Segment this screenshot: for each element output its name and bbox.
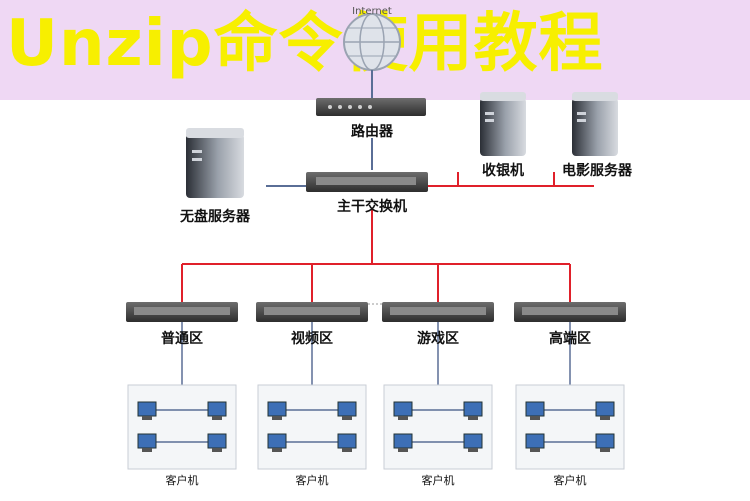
client-pc-icon: [463, 401, 483, 420]
client-pc-icon: [595, 433, 615, 452]
router-icon: [316, 98, 426, 116]
internet-label: Internet: [352, 6, 392, 17]
client-label: 客户机: [421, 474, 455, 487]
zone-label-premium: 高端区: [549, 331, 591, 347]
client-pc-icon: [207, 401, 227, 420]
client-pc-icon: [137, 401, 157, 420]
client-pc-icon: [393, 433, 413, 452]
server-links: [428, 172, 594, 187]
client-pc-icon: [337, 433, 357, 452]
client-label: 客户机: [295, 474, 329, 487]
client-box: [257, 384, 367, 470]
distribution-links: [181, 208, 571, 302]
client-label: 客户机: [553, 474, 587, 487]
client-label: 客户机: [165, 474, 199, 487]
zone-client-links: [181, 322, 571, 445]
client-pc-icon: [267, 401, 287, 420]
banner-title: Unzip命令使用教程: [6, 7, 604, 81]
cash-server-label: 收银机: [482, 163, 524, 179]
diskless-server-label: 无盘服务器: [180, 209, 250, 225]
cash-server-icon: [480, 92, 526, 156]
client-box: [383, 384, 493, 470]
zone-switch-icon: [382, 302, 494, 322]
client-pc-icon: [137, 433, 157, 452]
router-label: 路由器: [351, 124, 393, 140]
zone-label-normal: 普通区: [161, 331, 203, 347]
client-pc-icon: [525, 433, 545, 452]
core-switch-label: 主干交换机: [337, 199, 407, 215]
diskless-server-icon: [186, 128, 244, 198]
client-pc-icon: [337, 401, 357, 420]
client-pc-icon: [525, 401, 545, 420]
core-switch-icon: [306, 172, 428, 192]
client-pc-icon: [267, 433, 287, 452]
zone-label-game: 游戏区: [417, 331, 459, 347]
zone-switch-icon: [514, 302, 626, 322]
client-pc-icon: [595, 401, 615, 420]
client-box: [515, 384, 625, 470]
client-box: [127, 384, 237, 470]
movie-server-icon: [572, 92, 618, 156]
zone-switch-icon: [256, 302, 368, 322]
zone-label-video: 视频区: [291, 331, 333, 347]
movie-server-label: 电影服务器: [562, 163, 632, 179]
client-pc-icon: [207, 433, 227, 452]
internet-globe-icon: [343, 13, 401, 71]
client-pc-icon: [463, 433, 483, 452]
zone-switch-icon: [126, 302, 238, 322]
client-pc-icon: [393, 401, 413, 420]
